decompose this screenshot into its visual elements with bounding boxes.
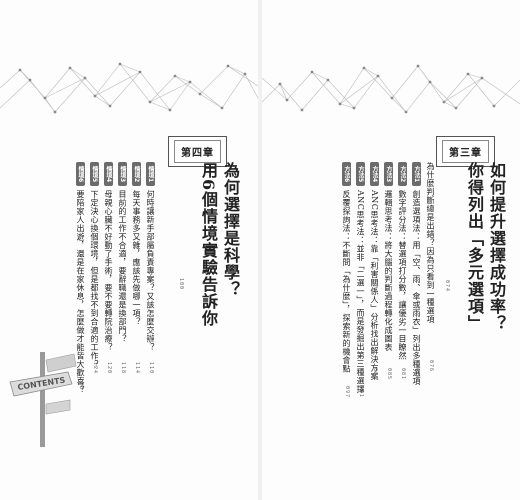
chapter-label: 第四章 bbox=[174, 140, 221, 163]
item-badge: 方法2 bbox=[398, 162, 407, 186]
item-badge: 情境6 bbox=[76, 162, 85, 186]
contents-signpost: CONTENTS bbox=[9, 352, 77, 447]
item-badge: 方法6 bbox=[342, 162, 351, 186]
item-badge: 方法3 bbox=[384, 162, 393, 186]
title-page-number: 074 bbox=[444, 280, 450, 293]
chapter-title-line-1: 如何提升選擇成功率？ bbox=[487, 162, 506, 332]
item-badge: 情境5 bbox=[90, 162, 99, 186]
toc-item[interactable]: 何時讓新手部屬負責專案？又該怎麼交辦？ bbox=[146, 190, 155, 352]
toc-item[interactable]: 數字評分法：替選項打分數，讓優劣一目瞭然 bbox=[398, 190, 407, 360]
chapter-label-box: 第三章 bbox=[436, 136, 495, 167]
item-badge: 情境3 bbox=[118, 162, 127, 186]
item-badge: 方法1 bbox=[412, 162, 421, 186]
toc-item[interactable]: 母親心臟不好動了手術，要不要轉院治療？ bbox=[104, 190, 113, 352]
toc-item[interactable]: ANC思考法：靠「利害關係人」分析找出解決方案 bbox=[370, 190, 379, 381]
geometric-network-decoration-left bbox=[0, 62, 258, 114]
item-badge: 方法5 bbox=[356, 162, 365, 186]
toc-page-number: 097 bbox=[344, 386, 350, 399]
toc-page-number: 076 bbox=[428, 360, 434, 373]
chapter-label: 第三章 bbox=[442, 140, 489, 163]
toc-item[interactable]: 要陪家人出遊，還是在家休息，怎麼做才能皆大歡喜？ bbox=[76, 190, 85, 394]
toc-page-number: 118 bbox=[120, 362, 126, 375]
toc-page-number: 120 bbox=[106, 362, 112, 375]
toc-item[interactable]: 邏輯思考法：將大腦的判斷過程轉化成圖表 bbox=[384, 190, 393, 352]
toc-page-number: 114 bbox=[134, 362, 140, 375]
toc-page-number: 081 bbox=[400, 368, 406, 381]
left-page: 第四章 為何選擇是科學？ 用6個情境實驗告訴你 100 情境1 何時讓新手部屬負… bbox=[0, 0, 258, 500]
toc-page-number: 128 bbox=[78, 378, 84, 391]
right-page: 第三章 如何提升選擇成功率？ 你得列出「多元選項」 074 為什麼判斷總是出錯？… bbox=[262, 0, 520, 500]
toc-page-number: 085 bbox=[386, 368, 392, 381]
toc-intro-item[interactable]: 為什麼判斷總是出錯？因為只看到一種選項 bbox=[426, 162, 435, 324]
geometric-network-decoration-right bbox=[262, 64, 520, 114]
toc-item[interactable]: 每天事務多又雜，應該先做哪一項？ bbox=[132, 190, 141, 326]
toc-item[interactable]: 目前的工作不合適，要辭職還是換部門？ bbox=[118, 190, 127, 343]
item-badge: 情境4 bbox=[104, 162, 113, 186]
toc-page-number: 087 bbox=[372, 368, 378, 381]
title-page-number: 100 bbox=[178, 278, 184, 291]
chapter-label-box: 第四章 bbox=[168, 136, 227, 167]
toc-page-number: 091 bbox=[358, 386, 364, 399]
toc-page-number: 124 bbox=[92, 362, 98, 375]
item-badge: 情境1 bbox=[146, 162, 155, 186]
chapter-title-line-2: 用6個情境實驗告訴你 bbox=[199, 162, 218, 328]
book-gutter bbox=[258, 0, 262, 500]
toc-item[interactable]: 下定決心換個環境，但是都找不到合適的工作？ bbox=[90, 190, 99, 369]
toc-item[interactable]: ANC思考法：並非「二選一」，而是發掘出第三種選擇 bbox=[356, 190, 365, 394]
chapter-title-line-2: 你得列出「多元選項」 bbox=[465, 162, 484, 332]
toc-item[interactable]: 反覆探詢法：不斷問「為什麼」，探索新的機會點 bbox=[342, 190, 351, 373]
toc-item[interactable]: 創造選項法：用「空、雨、傘或雨衣」列出多種選項 bbox=[412, 190, 421, 386]
item-badge: 情境2 bbox=[132, 162, 141, 186]
item-badge: 方法4 bbox=[370, 162, 379, 186]
toc-page-number: 110 bbox=[148, 362, 154, 375]
chapter-title-line-1: 為何選擇是科學？ bbox=[221, 162, 240, 298]
toc-page-number: 078 bbox=[414, 368, 420, 381]
